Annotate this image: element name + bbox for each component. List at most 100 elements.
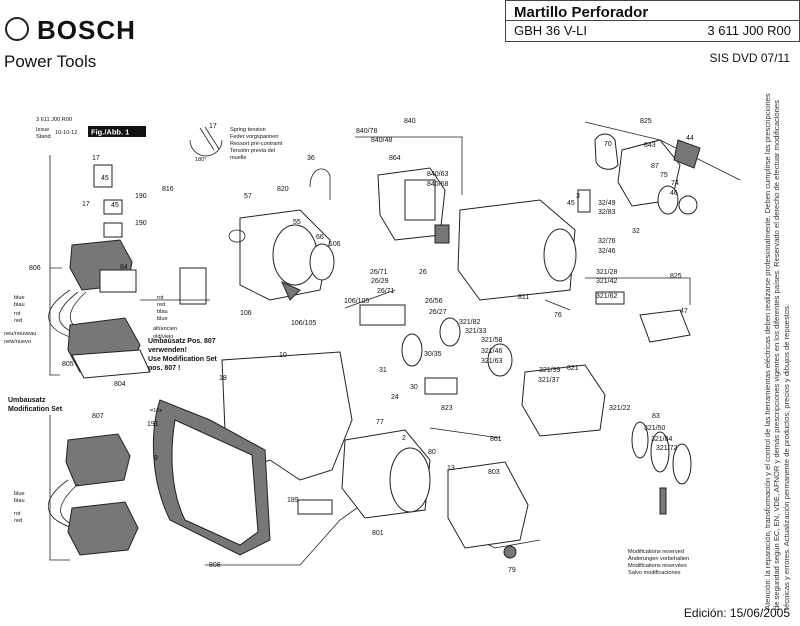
callout-number: 30: [410, 384, 418, 391]
callout-number: 321/37: [538, 377, 560, 384]
callout-number: 825: [670, 273, 682, 280]
lever-icon: [577, 189, 591, 213]
callout-number: 9: [154, 455, 158, 462]
callout-number: 106/105: [344, 298, 369, 305]
callout-number: 3: [576, 193, 580, 200]
callout-number: 45: [101, 175, 109, 182]
callout-number: 804: [114, 381, 126, 388]
modification-line: Umbausatz Pos. 807: [148, 338, 216, 345]
callout-number: 321/84: [651, 436, 673, 443]
leader-line: [205, 499, 369, 566]
callout-number: 46: [670, 190, 678, 197]
switch-part-icon: [103, 199, 123, 215]
group-bracket: [49, 155, 62, 376]
wire-label-old: alt/ancien: [153, 326, 177, 332]
callout-number: 57: [244, 193, 252, 200]
callout-number: 26/71: [377, 288, 395, 295]
spindle-group: [521, 277, 692, 515]
modification-line: Modification Set: [8, 406, 63, 413]
callout-number: 76: [554, 312, 562, 319]
modifications-line: Änderungen vorbehalten: [628, 555, 689, 562]
callout-number: 44: [686, 135, 694, 142]
callout-number: 321/28: [596, 269, 618, 276]
wire-label-blau: blau: [14, 302, 25, 308]
callout-number: 45: [111, 202, 119, 209]
figure-block: 3 611 J00 R00 Issue Stand 10-10-12 Fig./…: [36, 117, 146, 140]
spring-note-line: Feder vorgspannen: [230, 134, 279, 140]
figure-doc-number: 3 611 J00 R00: [36, 117, 72, 123]
callout-number: 321/33: [465, 328, 487, 335]
callout-number: 861: [490, 436, 502, 443]
wire-label-new: new/nuevo: [4, 339, 31, 345]
switch-part-icon: [103, 222, 123, 238]
callout-number: 30/35: [424, 351, 442, 358]
callout-number: 190: [135, 193, 147, 200]
callout-number: 80: [428, 449, 436, 456]
switch-trigger-icon: [297, 499, 333, 515]
callout-number: 24: [391, 394, 399, 401]
wire-label-blau: blau: [14, 498, 25, 504]
modifications-line: Modifications reserved: [628, 549, 684, 555]
callout-number: 84: [120, 264, 128, 271]
callout-number: 806: [29, 265, 41, 272]
callout-number: 74: [671, 180, 679, 187]
callout-number: 26: [419, 269, 427, 276]
callout-number: 801: [372, 530, 384, 537]
callout-number: 321/72: [656, 445, 678, 452]
callout-number: 805: [62, 361, 74, 368]
callout-number: 106: [240, 310, 252, 317]
part-number: 3 611 J00 R00: [707, 23, 791, 38]
spring-angle: 180°: [195, 157, 207, 163]
callout-number: 811: [518, 294, 529, 301]
washer-icon: [672, 443, 692, 485]
front-cap-icon: [657, 185, 679, 215]
callout-number: 10: [279, 352, 287, 359]
callout-number: 32/83: [598, 209, 616, 216]
figure-issue-label: Issue: [36, 127, 49, 133]
callout-number: 321/58: [481, 337, 503, 344]
group-bracket: [355, 136, 463, 195]
modification-line: Use Modification Set: [148, 356, 218, 363]
modifications-note: Modifications reserved Änderungen vorbeh…: [628, 549, 689, 576]
callout-number: 47: [680, 308, 688, 315]
wire-label-new: neu/nouveau: [4, 331, 36, 337]
callout-labels: 82584370448775744645332/4932/833232/7632…: [29, 118, 694, 574]
o-ring-icon: [228, 229, 246, 243]
sis-version: SIS DVD 07/11: [709, 51, 790, 65]
callout-number: 321/62: [596, 293, 618, 300]
callout-number: 106/105: [291, 320, 316, 327]
piston-icon: [359, 304, 406, 326]
leader-line: [429, 427, 501, 439]
callout-number: 32/49: [598, 200, 616, 207]
key-icon: [673, 139, 701, 169]
callout-number: 821: [567, 365, 579, 372]
base-plate-icon: [71, 349, 151, 379]
wire-label-old: old/viejo: [153, 334, 174, 340]
gear-icon: [487, 343, 513, 377]
quantity-label: =10x: [150, 408, 162, 414]
spring-note-line: Spring tension: [230, 127, 266, 133]
callout-number: 106: [329, 241, 341, 248]
hammer-tube-housing-icon: [457, 199, 576, 301]
callout-number: 840/48: [371, 137, 393, 144]
fan-icon: [503, 545, 517, 559]
brand-name: BOSCH: [37, 15, 136, 45]
wire-label-red: red: [14, 518, 22, 524]
washer-icon: [650, 431, 670, 473]
callout-number: 816: [162, 186, 174, 193]
wire-label-rot: rot: [14, 511, 21, 517]
bolt-icon: [434, 224, 450, 244]
armature-icon: [447, 461, 529, 549]
callout-number: 840/63: [427, 171, 449, 178]
callout-number: 36: [307, 155, 315, 162]
callout-number: 840: [404, 118, 416, 125]
figure-issue-date: 10-10-12: [55, 130, 77, 136]
chuck-group: [577, 121, 741, 215]
wire-label-blue: blue: [14, 295, 25, 301]
callout-number: 864: [389, 155, 401, 162]
callout-number: 825: [640, 118, 652, 125]
callout-number: 45: [567, 200, 575, 207]
washer-icon: [631, 421, 649, 459]
seal-ring-icon: [309, 243, 335, 281]
edition-date: Edición: 15/06/2005: [683, 606, 790, 620]
